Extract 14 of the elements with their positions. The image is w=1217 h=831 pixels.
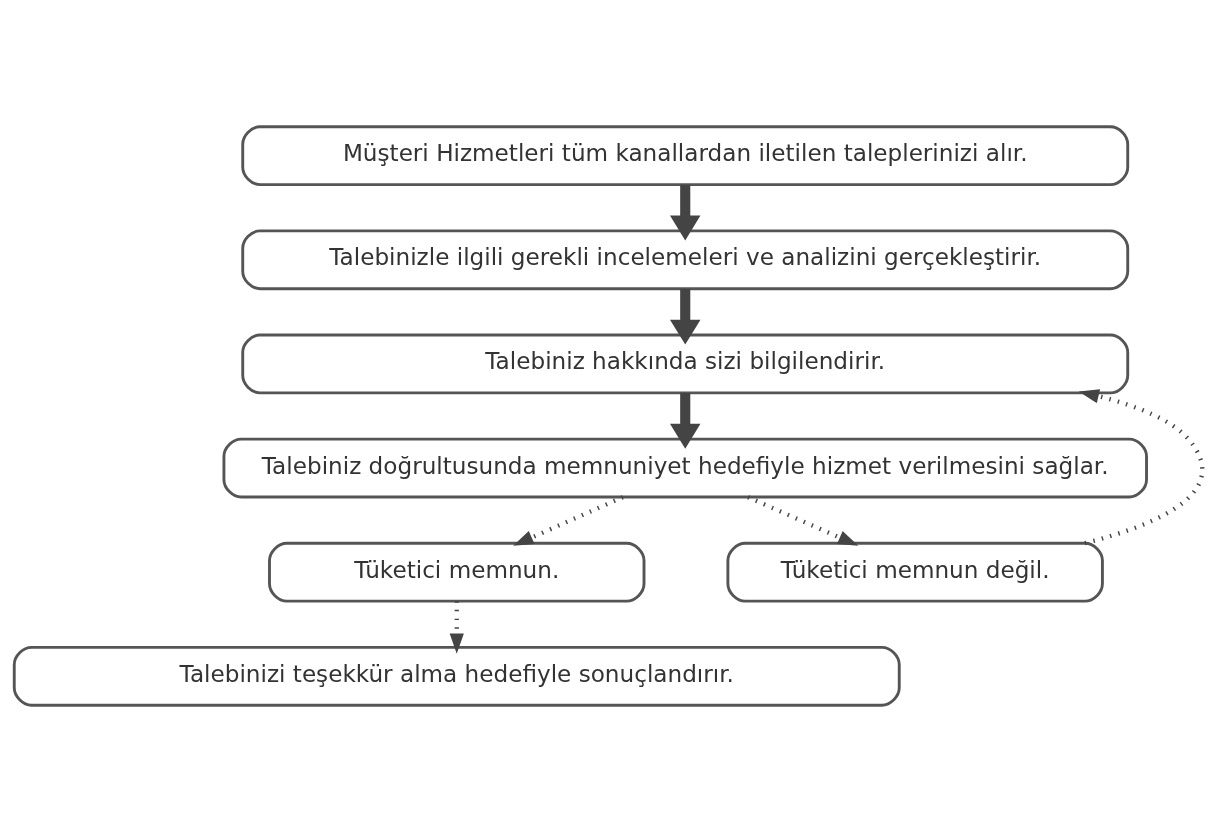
node-box: Talebiniz doğrultusunda memnuniyet hedefiyle hizmet verilmesini sağlar. xyxy=(222,437,1148,498)
node-box: Müşteri Hizmetleri tüm kanallardan iletilen taleplerinizi alır. xyxy=(241,124,1130,186)
arrow xyxy=(1078,388,1205,545)
node-box: Talebinizle ilgili gerekli incelemeleri ve analizini gerçekleştirir. xyxy=(241,228,1130,290)
node-box: Tüketici memnun. xyxy=(268,541,646,603)
node-box: Talebinizi teşekkür alma hedefiyle sonuçlandırır. xyxy=(12,645,901,707)
arrow xyxy=(449,600,464,654)
arrow xyxy=(670,392,701,449)
arrow xyxy=(670,288,701,345)
arrow xyxy=(747,494,859,546)
node-box: Tüketici memnun değil. xyxy=(726,541,1104,603)
node-box: Talebiniz hakkında sizi bilgilendirir. xyxy=(241,333,1130,394)
arrow xyxy=(670,184,701,240)
arrow xyxy=(513,494,624,546)
